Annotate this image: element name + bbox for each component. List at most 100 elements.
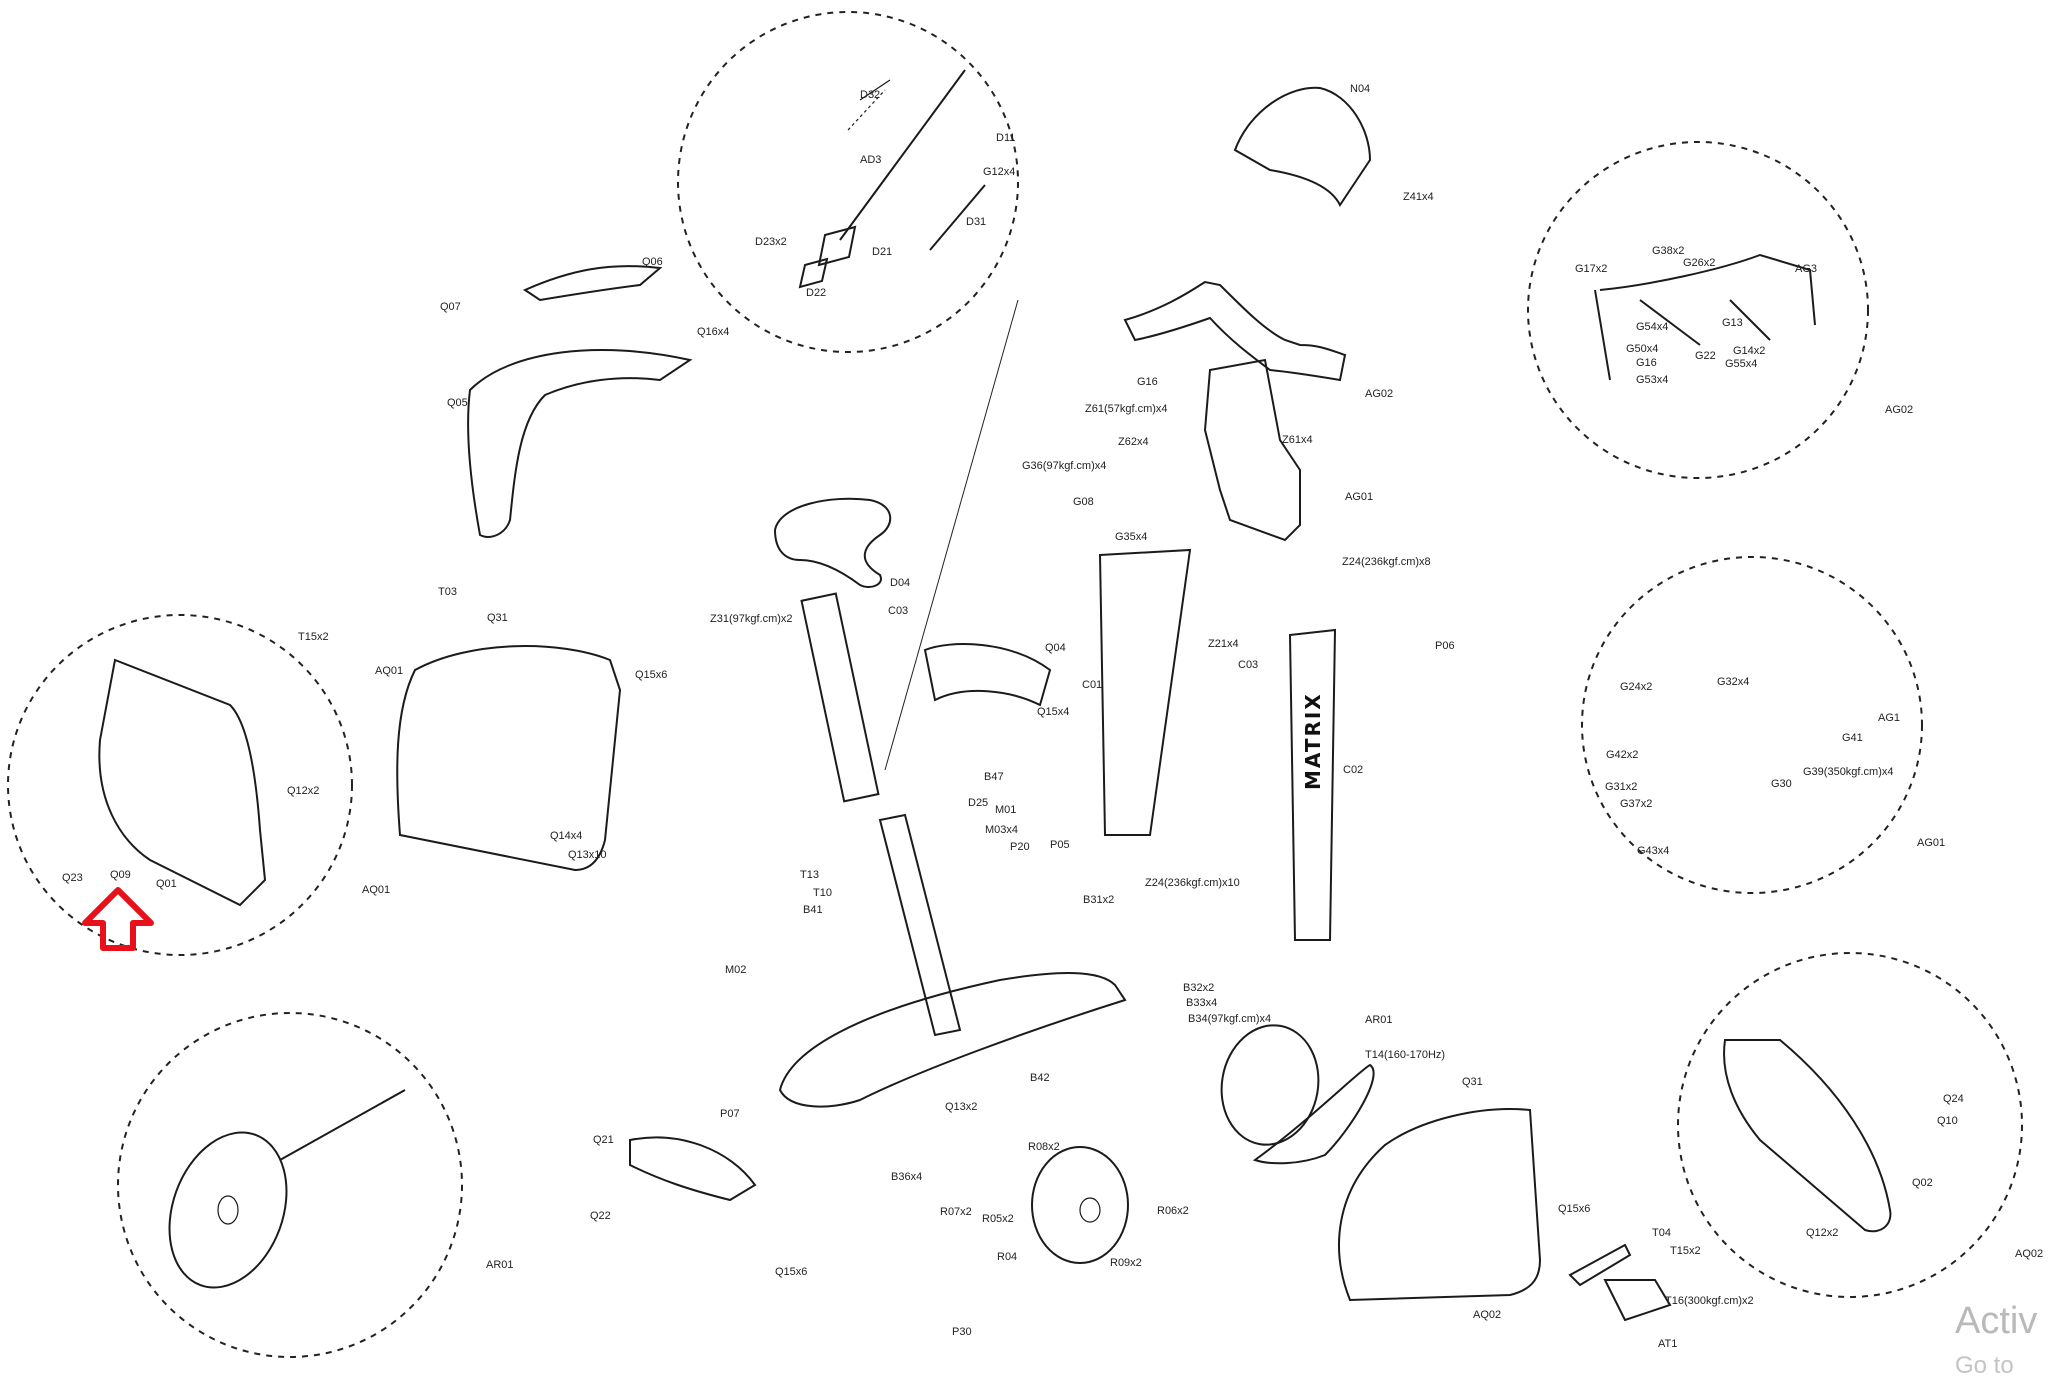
label-AG01: AG01 <box>1345 491 1373 503</box>
labels-pulley-detail: AR01 <box>486 1259 514 1271</box>
label-G26x2: G26x2 <box>1683 257 1715 269</box>
cover-right-detail-drawing <box>1723 1039 1892 1233</box>
label-D04: D04 <box>890 577 910 589</box>
stem-drawing <box>1203 358 1301 542</box>
cover-right-drawing <box>1338 1108 1542 1302</box>
pulley-detail-wheel <box>168 1131 288 1289</box>
label-Z61-57: Z61(57kgf.cm)x4 <box>1085 403 1168 415</box>
label-Z21x4: Z21x4 <box>1208 638 1239 650</box>
matrix-brand: MATRIX <box>1301 692 1325 790</box>
label-G43x4: G43x4 <box>1637 845 1669 857</box>
label-AQ01-detail: AQ01 <box>362 884 390 896</box>
label-T16: T16(300kgf.cm)x2 <box>1665 1295 1754 1307</box>
label-Z24-8: Z24(236kgf.cm)x8 <box>1342 556 1431 568</box>
label-M02: M02 <box>725 964 746 976</box>
label-AG02: AG02 <box>1365 388 1393 400</box>
labels-electronics: G24x2 G32x4 G41 AG1 G42x2 G39(350kgf.cm)… <box>1605 676 1945 857</box>
label-Z61x4: Z61x4 <box>1282 434 1313 446</box>
label-Q04: Q04 <box>1045 642 1066 654</box>
pedal-drawing <box>1603 1279 1672 1322</box>
label-G22: G22 <box>1695 350 1716 362</box>
label-Q15x6-left: Q15x6 <box>635 669 667 681</box>
label-AR01-main: AR01 <box>1365 1014 1393 1026</box>
cover-left-detail-drawing <box>98 658 267 907</box>
label-B31x2: B31x2 <box>1083 894 1114 906</box>
label-Q12x2-right: Q12x2 <box>1806 1227 1838 1239</box>
label-P05: P05 <box>1050 839 1070 851</box>
label-T13: T13 <box>800 869 819 881</box>
label-Q16x4: Q16x4 <box>697 326 729 338</box>
rear-shroud-drawing <box>923 643 1052 707</box>
label-G38x2: G38x2 <box>1652 245 1684 257</box>
label-P06: P06 <box>1435 640 1455 652</box>
label-Q15x6-base: Q15x6 <box>775 1266 807 1278</box>
label-T14: T14(160-170Hz) <box>1365 1049 1445 1061</box>
label-Q06: Q06 <box>642 256 663 268</box>
label-Q02: Q02 <box>1912 1177 1933 1189</box>
label-D25: D25 <box>968 797 988 809</box>
label-G32x4: G32x4 <box>1717 676 1749 688</box>
labels-seat-post: D32 D11 AD3 G12x4 D31 D23x2 D21 D22 <box>755 89 1015 299</box>
label-AQ01-left: AQ01 <box>375 665 403 677</box>
detail-circle-pulley <box>117 1012 463 1358</box>
labels-cover-right: Q15x6 T04 T15x2 T16(300kgf.cm)x2 AT1 AQ0… <box>1473 1203 1754 1350</box>
label-P30: P30 <box>952 1326 972 1338</box>
detail-circle-seat-post <box>677 11 1019 353</box>
label-Q31-right: Q31 <box>1462 1076 1483 1088</box>
label-AG02-detail: AG02 <box>1885 404 1913 416</box>
label-D31: D31 <box>966 216 986 228</box>
shroud-front-drawing <box>629 1136 757 1202</box>
label-AQ02-main: AQ02 <box>1473 1309 1501 1321</box>
labels-seat: D04 C03 Z31(97kgf.cm)x2 Q04 Q15x4 B47 D2… <box>710 577 1114 976</box>
label-Q23: Q23 <box>62 872 83 884</box>
label-B42: B42 <box>1030 1072 1050 1084</box>
label-Q21: Q21 <box>593 1134 614 1146</box>
labels-cover-left: T03 T15x2 Q31 AQ01 Q15x6 Q14x4 Q13x10 <box>298 586 667 861</box>
label-G41: G41 <box>1842 732 1863 744</box>
label-Q13x2: Q13x2 <box>945 1101 977 1113</box>
label-Q15x4: Q15x4 <box>1037 706 1069 718</box>
handlebar-detail-drawing <box>1594 253 1816 381</box>
console-mount-drawing <box>1233 86 1372 207</box>
labels-shroud-top: Q06 Q07 Q16x4 Q05 <box>440 256 729 409</box>
label-Q15x6-right: Q15x6 <box>1558 1203 1590 1215</box>
base-frame-drawing <box>778 972 1127 1108</box>
labels-flywheel: R08x2 R07x2 R05x2 R06x2 R04 R09x2 P30 <box>940 1141 1189 1338</box>
label-G37x2: G37x2 <box>1620 798 1652 810</box>
activation-watermark-sub: Go to <box>1955 1352 2014 1379</box>
label-Z31: Z31(97kgf.cm)x2 <box>710 613 793 625</box>
label-Z62x4: Z62x4 <box>1118 436 1149 448</box>
label-AG01-detail: AG01 <box>1917 837 1945 849</box>
label-B34: B34(97kgf.cm)x4 <box>1188 1013 1271 1025</box>
label-Q13x10: Q13x10 <box>568 849 607 861</box>
labels-stem: G16 Z61(57kgf.cm)x4 Z62x4 Z61x4 G36(97kg… <box>1022 376 1431 568</box>
label-AR01-detail: AR01 <box>486 1259 514 1271</box>
activation-watermark: Activ <box>1955 1300 2038 1342</box>
handlebar-drawing <box>1123 280 1347 382</box>
label-AD3: AD3 <box>860 154 881 166</box>
crank-drawing <box>1568 1243 1632 1287</box>
label-D21: D21 <box>872 246 892 258</box>
label-G16-stem: G16 <box>1137 376 1158 388</box>
label-R06x2: R06x2 <box>1157 1205 1189 1217</box>
label-G39: G39(350kgf.cm)x4 <box>1803 766 1893 778</box>
label-Q01: Q01 <box>156 878 177 890</box>
label-T10: T10 <box>813 887 832 899</box>
seat-post-drawing <box>798 69 986 289</box>
label-AQ02-detail: AQ02 <box>2015 1248 2043 1260</box>
label-D22: D22 <box>806 287 826 299</box>
label-R08x2: R08x2 <box>1028 1141 1060 1153</box>
label-G08: G08 <box>1073 496 1094 508</box>
label-M01: M01 <box>995 804 1016 816</box>
label-G31x2: G31x2 <box>1605 781 1637 793</box>
label-AG3: AG3 <box>1795 263 1817 275</box>
detail-circle-handlebar <box>1527 141 1869 479</box>
labels-base: B32x2 B33x4 B34(97kgf.cm)x4 AR01 T14(160… <box>590 982 1483 1278</box>
label-R04: R04 <box>997 1251 1017 1263</box>
label-D23x2: D23x2 <box>755 236 787 248</box>
label-Q10: Q10 <box>1937 1115 1958 1127</box>
highlight-arrow-icon <box>82 887 154 951</box>
label-G12x4: G12x4 <box>983 166 1015 178</box>
label-AG1: AG1 <box>1878 712 1900 724</box>
